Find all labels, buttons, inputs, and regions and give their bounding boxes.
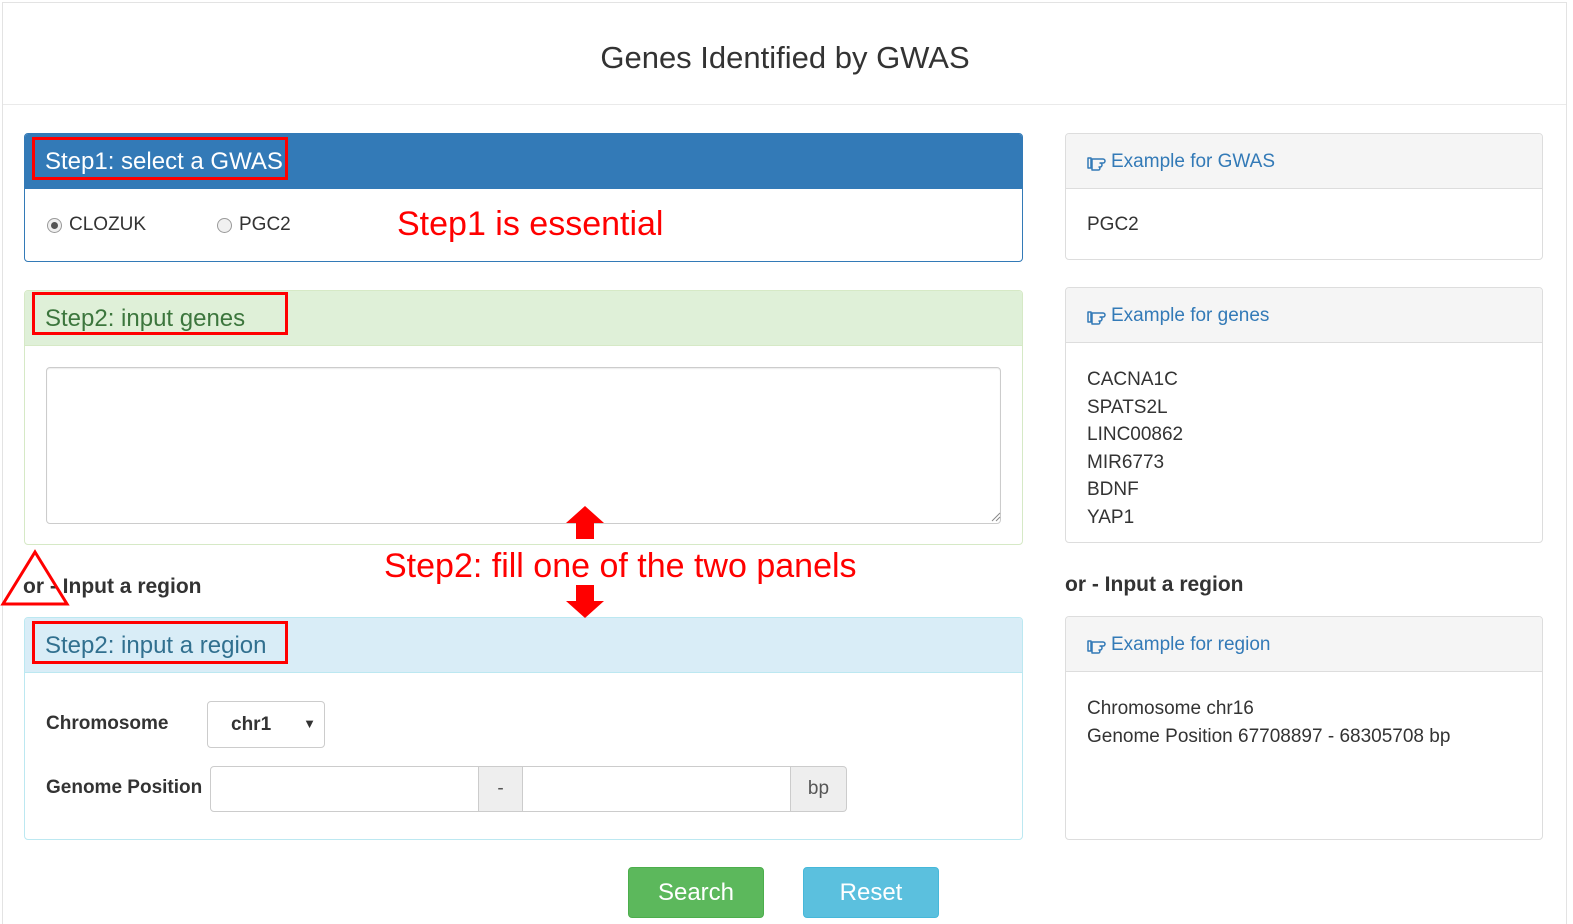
example-genes-title-wrap: Example for genes <box>1086 305 1269 327</box>
position-separator: - <box>479 766 522 812</box>
arrow-down-icon <box>566 585 604 618</box>
example-gene-line: SPATS2L <box>1087 396 1168 418</box>
step1-panel: Step1: select a GWAS CLOZUK PGC2 <box>24 133 1023 262</box>
radio-clozuk-circle[interactable] <box>47 217 62 233</box>
or-region-label: or - Input a region <box>23 575 202 598</box>
radio-pgc2-label: PGC2 <box>239 214 291 235</box>
step2-region-title: Step2: input a region <box>45 632 267 659</box>
example-genes-panel: Example for genes CACNA1C SPATS2L LINC00… <box>1065 287 1543 543</box>
example-gene-line: YAP1 <box>1087 506 1135 528</box>
annotation-box-step2-genes <box>32 292 288 335</box>
example-region-line: Genome Position 67708897 - 68305708 bp <box>1087 725 1451 747</box>
example-gwas-body: PGC2 <box>1087 211 1139 239</box>
step1-title: Step1: select a GWAS <box>45 148 283 175</box>
position-start-input[interactable] <box>210 766 479 812</box>
page-title: Genes Identified by GWAS <box>600 40 970 75</box>
radio-pgc2-circle[interactable] <box>217 217 232 233</box>
example-region-line: Chromosome chr16 <box>1087 698 1254 719</box>
radio-clozuk[interactable]: CLOZUK <box>47 214 146 236</box>
example-genes-heading: Example for genes <box>1066 288 1542 343</box>
hand-pointer-icon <box>1087 157 1106 171</box>
example-genes-title: Example for genes <box>1111 305 1270 326</box>
search-button[interactable]: Search <box>628 867 764 918</box>
position-end-input[interactable] <box>522 766 791 812</box>
radio-pgc2[interactable]: PGC2 <box>217 214 291 236</box>
annotation-step1-note: Step1 is essential <box>397 205 664 243</box>
annotation-box-step2-region <box>32 621 288 664</box>
genome-position-label: Genome Position <box>46 777 203 798</box>
hand-pointer-icon <box>1087 640 1106 654</box>
example-region-body: Chromosome chr16 Genome Position 6770889… <box>1087 695 1450 750</box>
example-gwas-panel: Example for GWAS PGC2 <box>1065 133 1543 260</box>
example-region-heading: Example for region <box>1066 617 1542 672</box>
example-region-title: Example for region <box>1111 634 1271 655</box>
page-header <box>3 3 1566 105</box>
annotation-box-step1 <box>32 137 288 180</box>
example-gene-line: CACNA1C <box>1087 369 1178 390</box>
resize-grip-icon[interactable] <box>991 512 1001 522</box>
example-gene-line: MIR6773 <box>1087 451 1165 473</box>
annotation-step2-note: Step2: fill one of the two panels <box>384 547 857 585</box>
triangle-warning-icon <box>0 549 70 606</box>
example-region-panel: Example for region Chromosome chr16 Geno… <box>1065 616 1543 840</box>
example-or-region-label: or - Input a region <box>1065 573 1244 596</box>
example-gwas-heading: Example for GWAS <box>1066 134 1542 189</box>
chromosome-select[interactable]: chr1 ▼ <box>207 701 325 748</box>
genes-textarea[interactable] <box>46 367 1001 524</box>
chromosome-select-value: chr1 <box>231 714 272 735</box>
chevron-down-icon: ▼ <box>303 716 316 731</box>
example-genes-body: CACNA1C SPATS2L LINC00862 MIR6773 BDNF Y… <box>1087 366 1183 531</box>
radio-clozuk-label: CLOZUK <box>69 214 147 235</box>
hand-pointer-icon <box>1087 311 1106 325</box>
example-region-title-wrap: Example for region <box>1086 634 1270 656</box>
example-gwas-line: PGC2 <box>1087 214 1139 235</box>
example-gwas-title: Example for GWAS <box>1111 151 1276 172</box>
reset-button[interactable]: Reset <box>803 867 939 918</box>
arrow-up-icon <box>566 506 604 539</box>
step2-genes-title: Step2: input genes <box>45 305 246 332</box>
chromosome-label: Chromosome <box>46 713 169 734</box>
position-unit-addon: bp <box>791 766 847 812</box>
example-gene-line: LINC00862 <box>1087 424 1184 445</box>
example-gwas-title-wrap: Example for GWAS <box>1086 151 1275 173</box>
step2-region-panel: Step2: input a region Chromosome chr1 ▼ … <box>24 617 1023 840</box>
step2-genes-panel-heading: Step2: input genes <box>25 291 1022 346</box>
example-gene-line: BDNF <box>1087 479 1139 500</box>
genome-position-input-group: - bp <box>210 766 847 812</box>
